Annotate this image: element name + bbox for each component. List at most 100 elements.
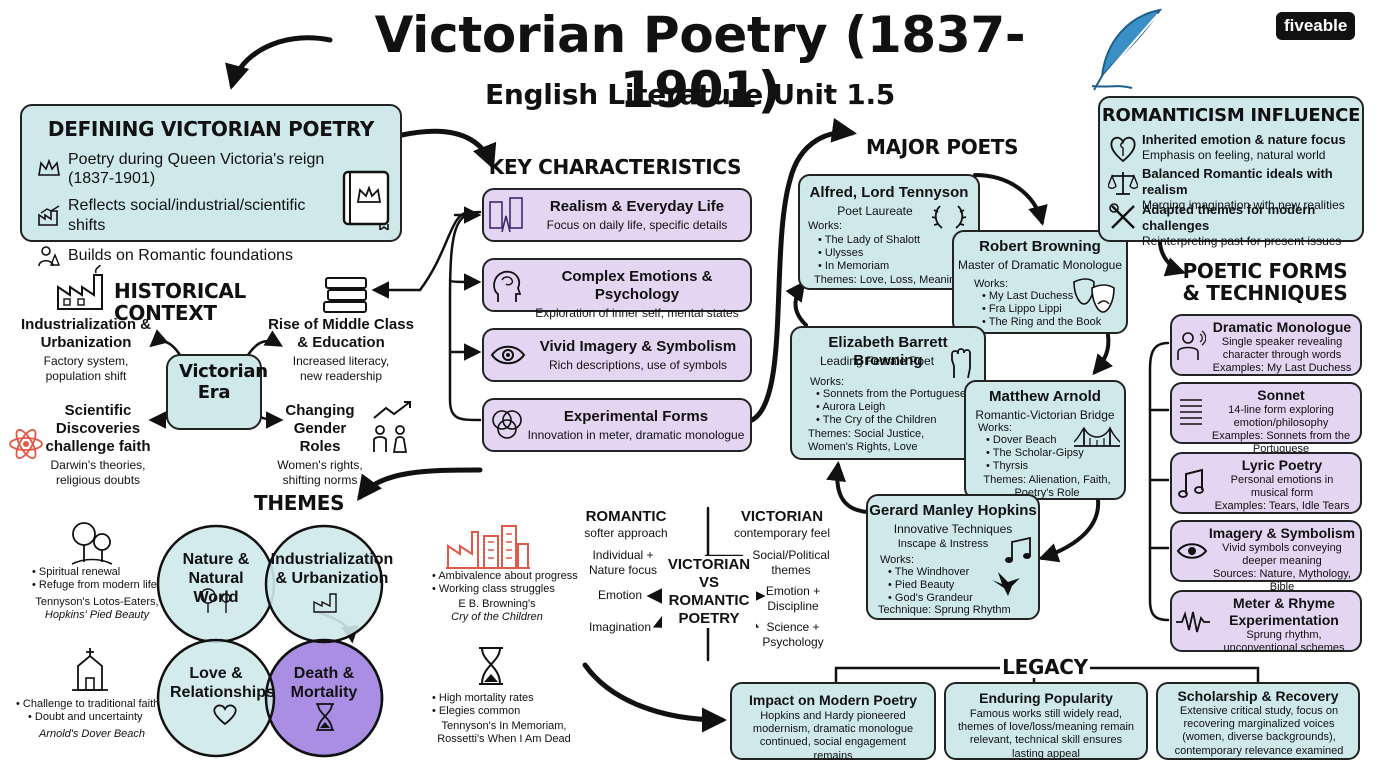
speaker-icon	[1177, 330, 1206, 360]
compare-victorian-point-2: Emotion + Discipline	[765, 584, 821, 613]
legacy-card-scholarship: Scholarship & Recovery Extensive critica…	[1156, 682, 1360, 760]
themes-venn	[156, 524, 384, 758]
hourglass-icon	[479, 647, 503, 685]
waveform-icon	[1176, 610, 1210, 633]
scientist-icon	[36, 243, 62, 269]
historical-node-gender: Changing Gender Roles Women's rights, sh…	[277, 402, 363, 487]
tools-icon	[1109, 203, 1135, 229]
page-title: Victorian Poetry (1837-1901)	[374, 6, 1026, 119]
legacy-card-modern: Impact on Modern Poetry Hopkins and Hard…	[730, 682, 936, 762]
theme-circle-love: Love & Relationships	[170, 665, 275, 702]
heart-icon	[213, 704, 237, 726]
book-crown-icon	[342, 170, 390, 230]
arrow-defining-to-key	[399, 128, 497, 170]
people-growth-icon	[373, 401, 411, 453]
bridge-icon	[1074, 426, 1120, 447]
industry-notes: Ambivalence about progress Working class…	[432, 570, 577, 596]
poet-card-hopkins: Gerard Manley Hopkins Innovative Techniq…	[866, 494, 1040, 620]
hourglass-icon	[316, 703, 334, 731]
quill-icon	[1091, 8, 1163, 91]
nature-notes: Spiritual renewal Refuge from modern lif…	[32, 566, 157, 592]
venn-icon	[492, 410, 522, 439]
raised-fist-icon	[951, 348, 971, 379]
compare-romantic-header: ROMANTIC softer approach	[584, 508, 668, 540]
defining-title: DEFINING VICTORIAN POETRY	[47, 117, 375, 141]
industry-examples: E B. Browning's Cry of the Children	[451, 598, 543, 624]
arrow-compare-to-legacy	[582, 662, 727, 733]
arrow-tennyson-to-browning	[973, 173, 1048, 226]
death-examples: Tennyson's In Memoriam, Rossetti's When …	[437, 720, 571, 746]
key-title: KEY CHARACTERISTICS	[488, 155, 742, 179]
theme-circle-death: Death & Mortality	[290, 665, 358, 702]
page-subtitle: English Literature Unit 1.5	[485, 78, 895, 111]
factory-city-icon	[446, 525, 530, 569]
victorian-era-node: Victorian Era	[166, 354, 268, 430]
form-card-imagery: Imagery & Symbolism Vivid symbols convey…	[1170, 520, 1362, 593]
poet-card-ebb: Elizabeth Barrett Browning Leading Femal…	[790, 326, 986, 460]
historical-node-scientific: Scientific Discoveries challenge faith D…	[45, 402, 151, 487]
defining-item-2: Reflects social/industrial/scientific sh…	[68, 197, 306, 234]
theatre-masks-icon	[1073, 278, 1115, 313]
historical-node-middle-class: Rise of Middle Class & Education Increas…	[268, 316, 414, 383]
poet-card-browning: Robert Browning Master of Dramatic Monol…	[952, 230, 1128, 334]
compare-center-label: VICTORIAN VS ROMANTIC POETRY	[662, 556, 756, 628]
arrow-key-to-historical	[418, 210, 472, 292]
legacy-card-popularity: Enduring Popularity Famous works still w…	[944, 682, 1148, 760]
historical-node-industrial: Industrialization & Urbanization Factory…	[20, 316, 151, 383]
compare-victorian-header: VICTORIAN contemporary feel	[733, 508, 831, 540]
brand-logo[interactable]: fiveable	[1276, 12, 1356, 40]
factory-chart-icon	[36, 203, 62, 229]
arrow-center-to-industrial	[149, 329, 182, 357]
form-card-lyric: Lyric Poetry Personal emotions in musica…	[1170, 452, 1362, 514]
key-card-imagery: Vivid Imagery & Symbolism Rich descripti…	[482, 328, 752, 382]
bracket-key	[448, 210, 482, 422]
compare-romantic-point-2: Emotion	[597, 588, 643, 602]
books-stack-icon	[323, 277, 367, 313]
arrow-title-to-defining	[225, 35, 333, 90]
balance-scale-icon	[1108, 172, 1138, 195]
arrow-arnold-to-hopkins	[1038, 498, 1101, 563]
church-icon	[72, 648, 108, 691]
historical-title: HISTORICAL CONTEXT	[114, 279, 246, 325]
lines-list-icon	[1180, 399, 1202, 425]
theme-circle-industrial: Industrialization & Urbanization	[270, 551, 394, 588]
faith-notes: Challenge to traditional faith Doubt and…	[16, 698, 159, 724]
defining-card: DEFINING VICTORIAN POETRY Poetry during …	[20, 104, 402, 266]
bracket-forms	[1148, 341, 1170, 622]
defining-item-3: Builds on Romantic foundations	[68, 247, 294, 265]
eye-icon	[490, 345, 526, 365]
faith-example: Arnold's Dover Beach	[38, 728, 146, 740]
forms-title: POETIC FORMS & TECHNIQUES	[1182, 259, 1348, 305]
music-notes-icon	[1005, 536, 1031, 563]
poet-card-arnold: Matthew Arnold Romantic-Victorian Bridge…	[964, 380, 1126, 500]
compare-romantic-point-1: Individual + Nature focus	[588, 548, 658, 577]
laurel-icon	[932, 205, 966, 229]
form-card-meter: Meter & Rhyme Experimentation Sprung rhy…	[1170, 590, 1362, 654]
compare-victorian-point-3: Science + Psychology	[762, 620, 824, 649]
romanticism-card: ROMANTICISM INFLUENCE Inherited emotion …	[1098, 96, 1364, 248]
arrow-ebb-to-tennyson	[785, 280, 808, 327]
poet-card-tennyson: Alfred, Lord Tennyson Poet Laureate Work…	[798, 174, 980, 290]
head-brain-icon	[493, 270, 522, 302]
themes-title: THEMES	[254, 491, 345, 515]
eye-icon	[1176, 543, 1208, 559]
arrow-browning-to-arnold	[1092, 333, 1113, 376]
atom-icon	[9, 428, 43, 460]
crown-icon	[36, 156, 62, 182]
poets-title: MAJOR POETS	[866, 135, 1019, 159]
small-factory-icon	[313, 593, 337, 613]
heart-leaf-icon	[1110, 136, 1136, 163]
arrow-hopkins-to-ebb	[826, 461, 870, 514]
key-card-experimental: Experimental Forms Innovation in meter, …	[482, 398, 752, 452]
factory-icon	[57, 265, 103, 310]
defining-item-1: Poetry during Queen Victoria's reign (18…	[68, 151, 325, 188]
music-note-icon	[1178, 468, 1204, 498]
key-card-realism: Realism & Everyday Life Focus on daily l…	[482, 188, 752, 242]
compare-victorian-point-1: Social/Political themes	[752, 548, 830, 577]
trees-flower-icon	[200, 588, 231, 613]
form-card-dramatic-monologue: Dramatic Monologue Single speaker reveal…	[1170, 314, 1362, 376]
legacy-title: LEGACY	[1000, 656, 1090, 678]
form-card-sonnet: Sonnet 14-line form exploring emotion/ph…	[1170, 382, 1362, 455]
arrow-key-to-themes	[357, 467, 483, 502]
bird-icon	[992, 572, 1020, 596]
